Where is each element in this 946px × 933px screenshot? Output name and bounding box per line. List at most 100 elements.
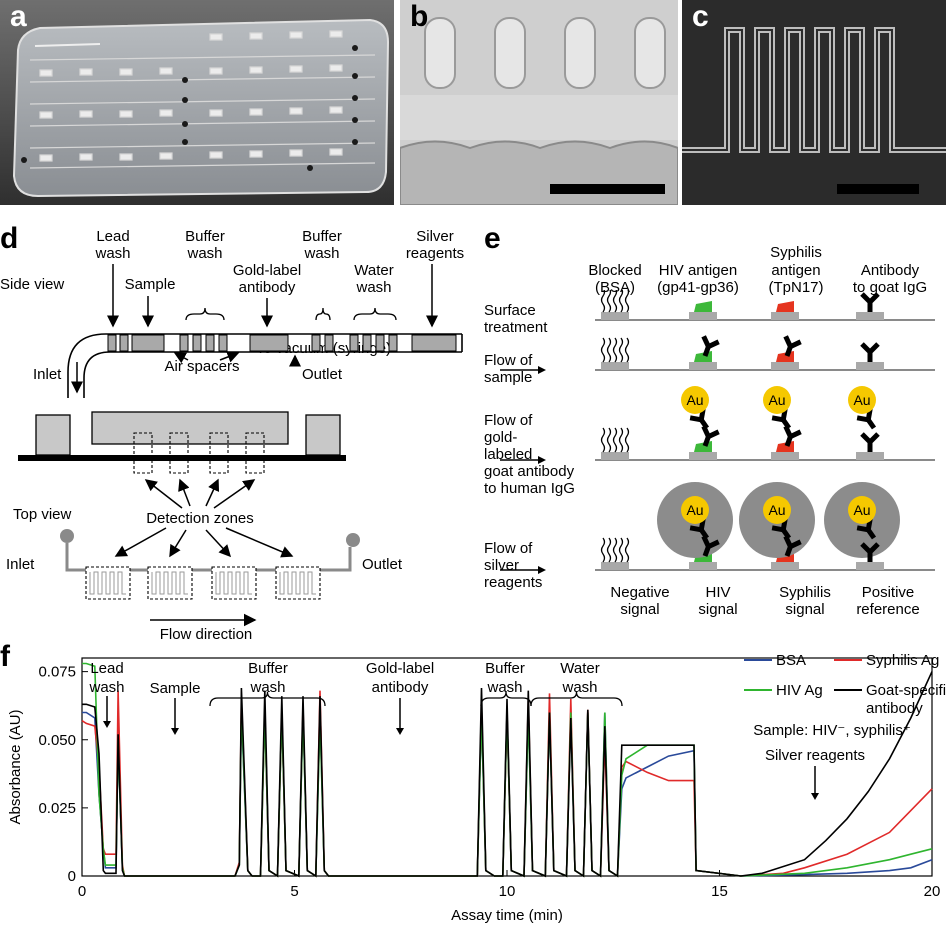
bsa-strand — [626, 428, 629, 452]
series-line — [82, 672, 932, 876]
syphilis-antigen — [776, 301, 794, 312]
antibody-stem — [868, 420, 874, 428]
annotation-arrow-head — [171, 728, 179, 735]
bsa-strand — [608, 290, 611, 312]
surface-pad — [601, 312, 629, 320]
bsa-strand — [614, 428, 617, 452]
au-label: Au — [853, 502, 870, 518]
legend-label: Syphilis Ag — [866, 652, 939, 669]
antibody-arm — [870, 294, 878, 302]
surface-pad — [601, 362, 629, 370]
top-label-arrows — [113, 264, 432, 326]
antibody-arm — [708, 339, 718, 349]
surface-pad — [856, 312, 884, 320]
x-tick-label: 15 — [711, 883, 728, 900]
surface-pad — [601, 562, 629, 570]
col-syph-2: antigen — [756, 262, 836, 280]
bsa-molecules — [602, 290, 629, 312]
braces — [186, 308, 396, 320]
surface-pad — [689, 312, 717, 320]
detection-arrows — [116, 480, 292, 556]
au-label: Au — [686, 392, 703, 408]
annotation-lead-wash: Lead — [90, 660, 123, 677]
reference-antibody — [862, 434, 878, 452]
absorbance-chart: 0510152000.0250.0500.075Assay time (min)… — [0, 640, 946, 933]
col-anti-1: Antibody — [840, 262, 940, 280]
bsa-strand — [602, 538, 605, 562]
y-tick-label: 0.075 — [38, 664, 76, 681]
surface-pad — [689, 452, 717, 460]
antibody-arm — [870, 344, 878, 352]
panel-letter-c: c — [692, 0, 709, 34]
bsa-strand — [626, 290, 629, 312]
bsa-strand — [608, 538, 611, 562]
col-hiv-1: HIV antigen — [648, 262, 748, 280]
surface-pad — [771, 452, 799, 460]
antibody-arm — [790, 429, 800, 439]
serpentine-channel-photo — [682, 0, 946, 205]
panel-e-diagram: AuAuAuAuAuAu — [480, 290, 946, 590]
surface-pad — [689, 562, 717, 570]
bsa-strand — [602, 338, 605, 362]
annotation-silver: Silver reagents — [765, 747, 865, 764]
annotation-sample-note: Sample: HIV⁻, syphilis⁺ — [753, 722, 911, 739]
syphilis-antigen — [776, 441, 794, 452]
bsa-strand — [614, 538, 617, 562]
bsa-strand — [620, 428, 623, 452]
au-label: Au — [853, 392, 870, 408]
reagent-plugs — [108, 335, 456, 351]
surface-pad — [856, 362, 884, 370]
surface-pad — [601, 452, 629, 460]
col-syph-1: Syphilis — [756, 244, 836, 262]
chip-top-view — [60, 529, 360, 599]
au-label: Au — [768, 502, 785, 518]
x-tick-label: 0 — [78, 883, 86, 900]
antibody-stem — [701, 420, 707, 428]
scale-bar — [837, 184, 919, 194]
antibody-stem — [787, 547, 790, 556]
surface-pad — [689, 362, 717, 370]
annotation-lead-wash: wash — [88, 679, 124, 696]
y-tick-label: 0.025 — [38, 800, 76, 817]
panel-letter-e: e — [484, 222, 501, 256]
bsa-strand — [626, 538, 629, 562]
legend-label: antibody — [866, 700, 923, 717]
signal-syph-2: signal — [770, 601, 840, 619]
annotation-buffer-wash: Buffer — [485, 660, 525, 677]
surface-pad — [771, 312, 799, 320]
antibody-stem — [705, 547, 708, 556]
annotation-arrow-head — [396, 728, 404, 735]
panel-d-diagram — [0, 0, 480, 660]
antibody-arm — [790, 339, 800, 349]
surface-pad — [771, 362, 799, 370]
reference-antibody — [862, 294, 878, 312]
antibody-arm — [708, 429, 718, 439]
annotation-buffer-wash: Buffer — [248, 660, 288, 677]
au-label: Au — [686, 502, 703, 518]
x-tick-label: 10 — [499, 883, 516, 900]
bsa-strand — [608, 428, 611, 452]
annotation-water-wash: Water — [560, 660, 599, 677]
annotation-buffer-wash: wash — [486, 679, 522, 696]
row-arrow-head — [538, 456, 546, 464]
bsa-molecules — [602, 338, 629, 362]
hiv-antigen — [694, 441, 712, 452]
panel-letter-a: a — [10, 0, 27, 34]
bsa-strand — [602, 290, 605, 312]
annotation-brace — [531, 692, 622, 706]
bsa-strand — [620, 290, 623, 312]
antibody-stem — [787, 347, 790, 356]
annotation-arrow-head — [103, 721, 111, 728]
x-tick-label: 20 — [924, 883, 941, 900]
chip-side-view — [18, 412, 346, 473]
annotation-gold-label: Gold-label — [366, 660, 434, 677]
antibody-stem — [705, 347, 708, 356]
bsa-strand — [614, 338, 617, 362]
row-arrow-head — [538, 566, 546, 574]
surface-pad — [856, 452, 884, 460]
annotation-arrow-head — [811, 793, 819, 800]
hiv-antigen — [694, 301, 712, 312]
y-tick-label: 0.050 — [38, 732, 76, 749]
signal-negative-2: signal — [600, 601, 680, 619]
x-axis-label: Assay time (min) — [451, 907, 563, 924]
